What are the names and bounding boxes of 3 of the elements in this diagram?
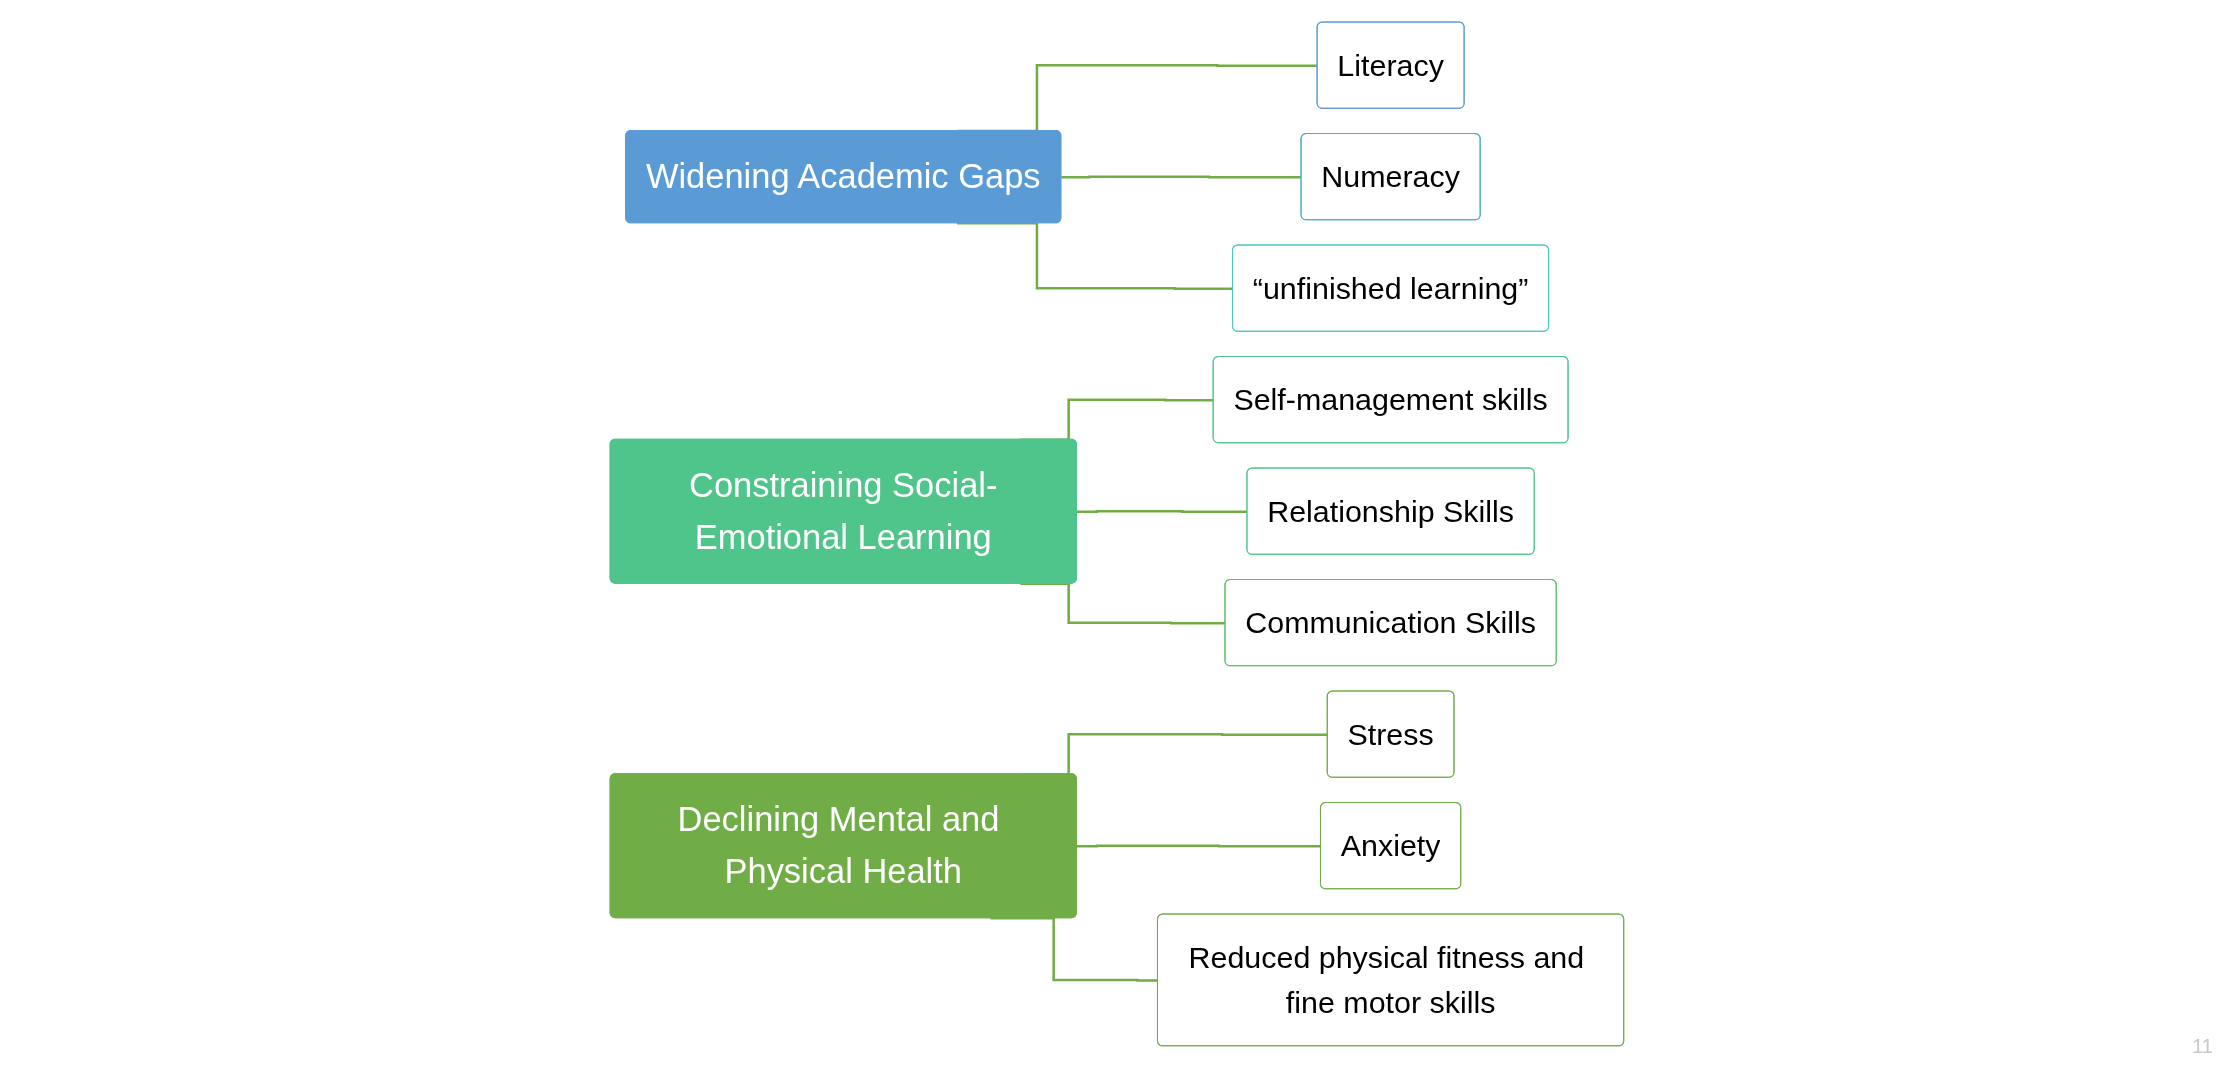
connector	[1076, 844, 1321, 848]
connector	[990, 916, 1158, 982]
connector	[956, 222, 1233, 290]
